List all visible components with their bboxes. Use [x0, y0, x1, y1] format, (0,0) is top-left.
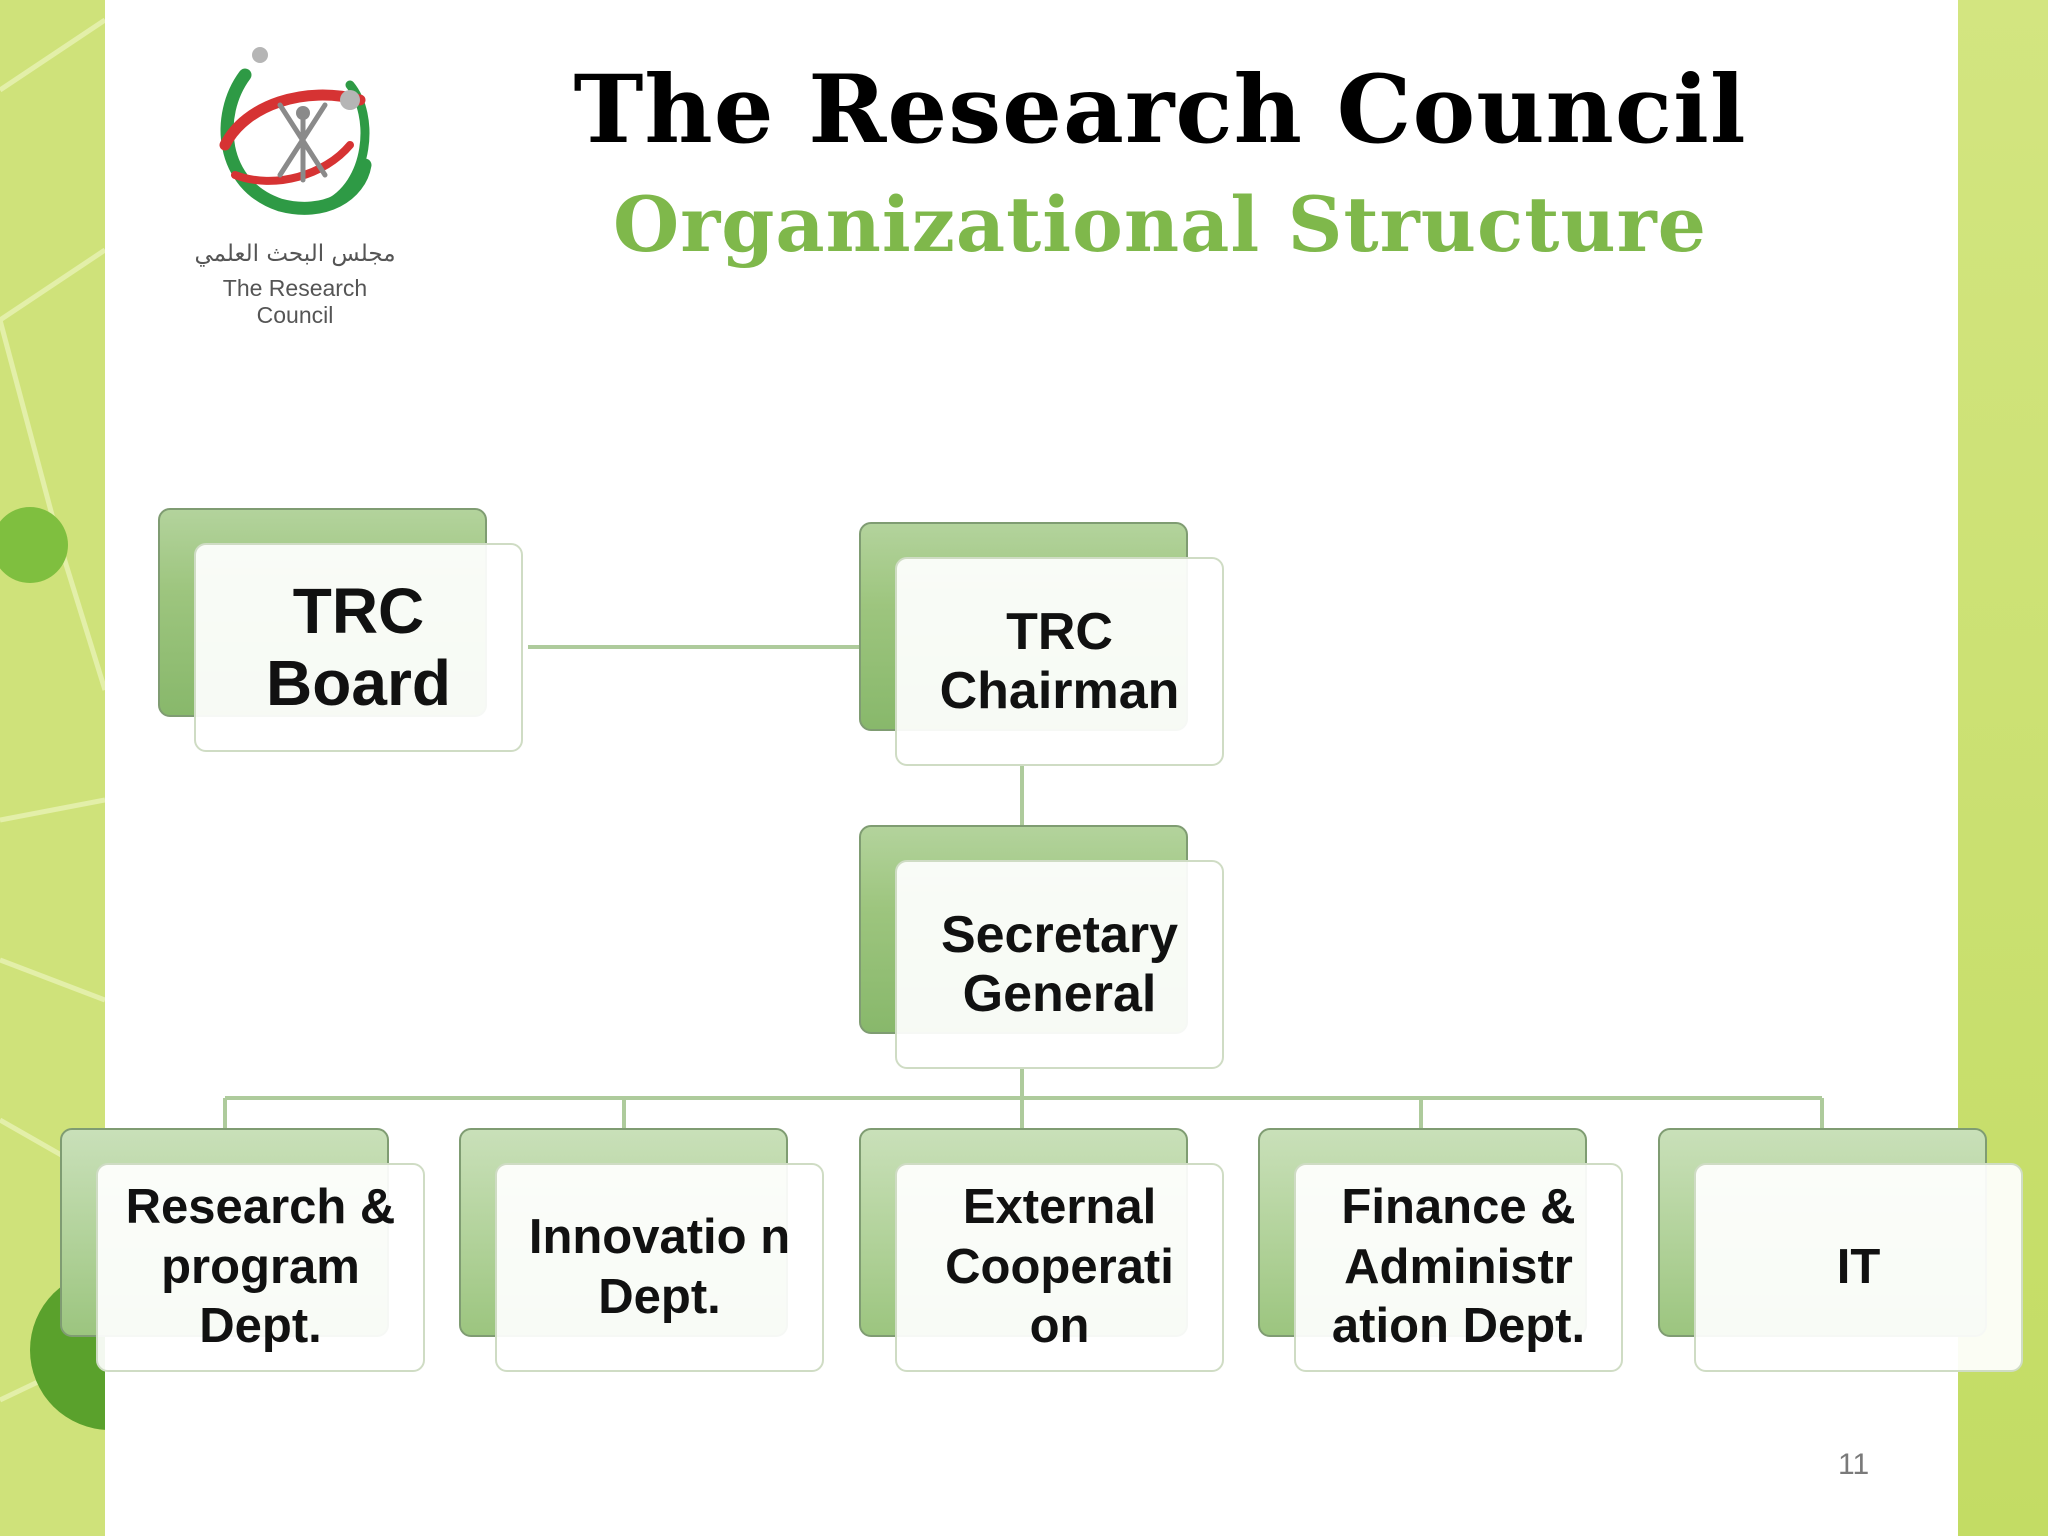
- node-label: External Cooperati on: [945, 1179, 1174, 1354]
- node-label: Finance & Administr ation Dept.: [1331, 1179, 1586, 1354]
- node-external-cooperation: External Cooperati on: [859, 1128, 1224, 1372]
- node-secretary-general: Secretary General: [859, 825, 1224, 1069]
- slide-subtitle: Organizational Structure: [613, 180, 1707, 269]
- node-research-program-dept: Research & program Dept.: [60, 1128, 425, 1372]
- node-trc-chairman: TRC Chairman: [859, 522, 1224, 766]
- node-label: TRC Board: [266, 574, 451, 719]
- node-finance-administration-dept: Finance & Administr ation Dept.: [1258, 1128, 1623, 1372]
- logo-arabic-text: مجلس البحث العلمي: [194, 241, 396, 267]
- node-label: Innovatio n Dept.: [528, 1209, 791, 1324]
- research-council-logo: مجلس البحث العلمي The Research Council: [185, 35, 405, 328]
- node-label: Secretary General: [940, 906, 1179, 1023]
- node-label: Research & program Dept.: [125, 1179, 396, 1354]
- logo-emblem-icon: [219, 47, 372, 215]
- logo-english-text: The Research Council: [222, 275, 368, 328]
- node-label: IT: [1836, 1239, 1881, 1294]
- node-innovation-dept: Innovatio n Dept.: [459, 1128, 824, 1372]
- page-number: 11: [1838, 1448, 1870, 1481]
- slide-title: The Research Council: [573, 55, 1747, 165]
- node-label: TRC Chairman: [939, 603, 1180, 720]
- node-trc-board: TRC Board: [158, 508, 523, 752]
- node-it: IT: [1658, 1128, 2023, 1372]
